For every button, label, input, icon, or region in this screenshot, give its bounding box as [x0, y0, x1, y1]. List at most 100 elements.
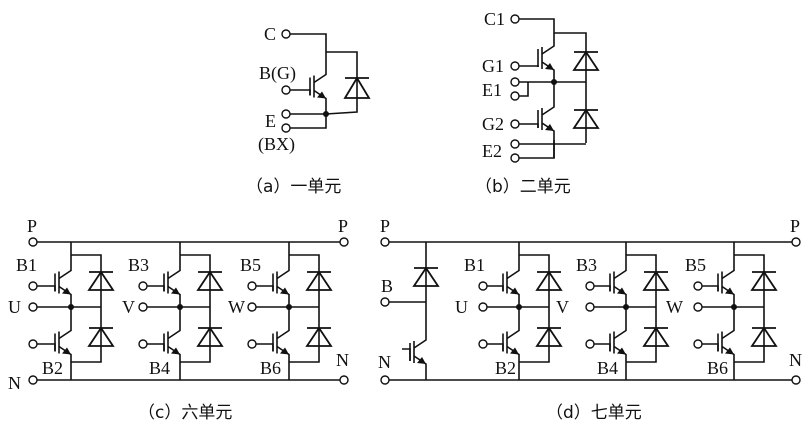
igbt-collector: [276, 260, 290, 280]
p-terminal-left: [380, 237, 390, 247]
gate-lead: [402, 348, 411, 361]
igbt-collector: [613, 307, 627, 340]
igbt-icon: [510, 36, 555, 82]
diode-triangle: [750, 326, 778, 347]
igbt-icon: [478, 260, 520, 307]
panel-six-unit: [28, 237, 349, 385]
igbt-collector: [413, 326, 427, 349]
gate-terminal: [510, 119, 520, 129]
e2-aux-terminal: [510, 153, 520, 163]
igbt-emitter: [613, 285, 627, 307]
label-p-left-c: P: [27, 216, 37, 236]
label-v-d: V: [556, 297, 569, 317]
phase-terminal: [247, 302, 257, 312]
igbt-collector: [58, 260, 72, 280]
gate-terminal: [585, 281, 595, 291]
gate-lead: [147, 343, 165, 352]
wire: [626, 254, 657, 363]
phase-terminal: [478, 302, 488, 312]
diode-triangle: [305, 326, 333, 347]
gate-lead: [256, 285, 274, 292]
igbt-emitter-arrow: [617, 347, 626, 355]
igbt-emitter-arrow: [171, 347, 180, 355]
igbt-emitter-arrow: [545, 124, 554, 131]
diode-triangle: [412, 266, 440, 287]
label-c1: C1: [484, 9, 505, 29]
igbt-emitter: [167, 285, 181, 307]
n-terminal-right: [339, 375, 349, 385]
igbt-emitter-arrow: [317, 91, 326, 99]
e1-terminal: [510, 77, 520, 87]
gate-lead: [702, 343, 719, 352]
wire: [519, 254, 550, 363]
igbt-collector: [613, 260, 627, 280]
igbt-icon: [28, 307, 72, 380]
label-b6-d: B6: [707, 358, 728, 378]
igbt-icon: [247, 307, 290, 380]
igbt-emitter-arrow: [417, 357, 426, 364]
label-b2-d: B2: [495, 358, 516, 378]
igbt-emitter-arrow: [725, 287, 734, 295]
diode-triangle: [196, 270, 224, 291]
label-b3-c: B3: [128, 255, 149, 275]
label-b4-d: B4: [597, 358, 618, 378]
panel-one-unit: [281, 29, 371, 133]
label-brake-d: B: [381, 276, 393, 296]
c1-terminal: [510, 14, 520, 24]
igbt-icon: [281, 61, 327, 114]
label-b2-c: B2: [42, 358, 63, 378]
gate-lead: [594, 343, 611, 352]
igbt-icon: [247, 260, 290, 307]
phase-terminal: [693, 302, 703, 312]
label-g2: G2: [482, 114, 504, 134]
gate-lead: [37, 285, 56, 292]
diode-triangle: [535, 326, 563, 347]
label-b6-c: B6: [260, 358, 281, 378]
label-u-c: U: [8, 297, 21, 317]
brake-terminal: [380, 297, 390, 307]
igbt-emitter-arrow: [510, 347, 519, 355]
p-terminal-right: [339, 237, 349, 247]
igbt-icon: [402, 326, 427, 380]
wire: [290, 33, 327, 61]
igbt-emitter: [506, 285, 520, 307]
gate-terminal: [693, 339, 703, 349]
gate-lead: [519, 123, 539, 128]
label-e: E: [265, 111, 276, 131]
label-b1-c: B1: [16, 255, 37, 275]
phase-terminal: [138, 302, 148, 312]
igbt-icon: [585, 260, 627, 307]
igbt-emitter-arrow: [280, 287, 289, 295]
label-n-left-d: N: [378, 352, 391, 372]
label-n-left-c: N: [8, 373, 21, 393]
igbt-emitter-arrow: [545, 63, 554, 70]
diode-icon: [305, 270, 333, 291]
caption-c: （c）六单元: [138, 403, 232, 423]
label-w-c: W: [228, 297, 245, 317]
label-b5-c: B5: [240, 255, 261, 275]
label-n-right-c: N: [336, 350, 349, 370]
diode-triangle: [535, 270, 563, 291]
igbt-collector: [721, 260, 735, 280]
caption-a: （a）一单元: [246, 177, 341, 197]
gate-terminal: [138, 281, 148, 291]
label-b5-d: B5: [685, 255, 706, 275]
diode-triangle: [572, 50, 600, 71]
igbt-collector: [541, 36, 555, 55]
junction-dot: [323, 111, 329, 117]
label-b1-d: B1: [464, 255, 485, 275]
gate-lead: [37, 343, 56, 352]
gate-terminal: [478, 281, 488, 291]
wire: [290, 114, 327, 129]
gate-terminal: [138, 339, 148, 349]
wire: [325, 51, 358, 115]
diode-triangle: [642, 326, 670, 347]
igbt-collector: [276, 307, 290, 340]
diode-icon: [572, 108, 600, 129]
wire: [289, 254, 320, 363]
label-b4-c: B4: [149, 358, 170, 378]
diode-icon: [87, 270, 115, 291]
igbt-emitter-arrow: [725, 347, 734, 355]
igbt-collector: [58, 307, 72, 340]
